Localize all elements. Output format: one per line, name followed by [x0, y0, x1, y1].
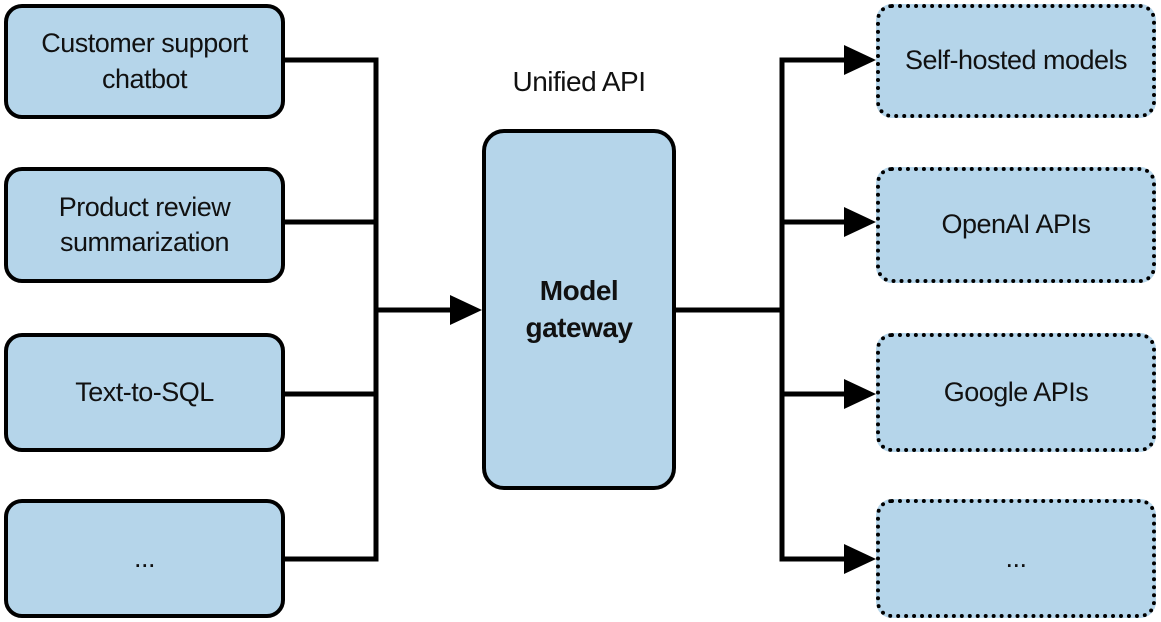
node-model-gateway: Model gateway — [482, 129, 676, 490]
unified-api-caption: Unified API — [512, 66, 646, 97]
arrowhead-prov-1 — [844, 207, 876, 237]
node-right-ellipsis: ... — [876, 499, 1156, 618]
arrowhead-prov-0 — [844, 45, 876, 75]
node-label: Text-to-SQL — [75, 376, 214, 407]
node-left-ellipsis: ... — [4, 499, 285, 618]
node-text-to-sql: Text-to-SQL — [4, 333, 285, 452]
arrowhead-to-gateway — [450, 295, 482, 325]
node-label: OpenAI APIs — [941, 209, 1091, 240]
node-label: Google APIs — [943, 376, 1089, 407]
node-google-apis: Google APIs — [876, 333, 1156, 452]
node-label: Model gateway — [525, 275, 634, 343]
arrowhead-prov-2 — [844, 379, 876, 409]
arrowhead-prov-3 — [844, 544, 876, 574]
node-self-hosted-models: Self-hosted models — [876, 4, 1156, 118]
node-label: Product review summarization — [58, 191, 231, 257]
node-openai-apis: OpenAI APIs — [876, 167, 1156, 283]
node-product-review-summarization: Product review summarization — [4, 167, 285, 283]
node-label: Customer support chatbot — [41, 28, 248, 94]
node-customer-support-chatbot: Customer support chatbot — [4, 4, 285, 119]
node-label: ... — [133, 542, 156, 573]
node-label: ... — [1005, 542, 1027, 573]
node-label: Self-hosted models — [904, 45, 1128, 76]
